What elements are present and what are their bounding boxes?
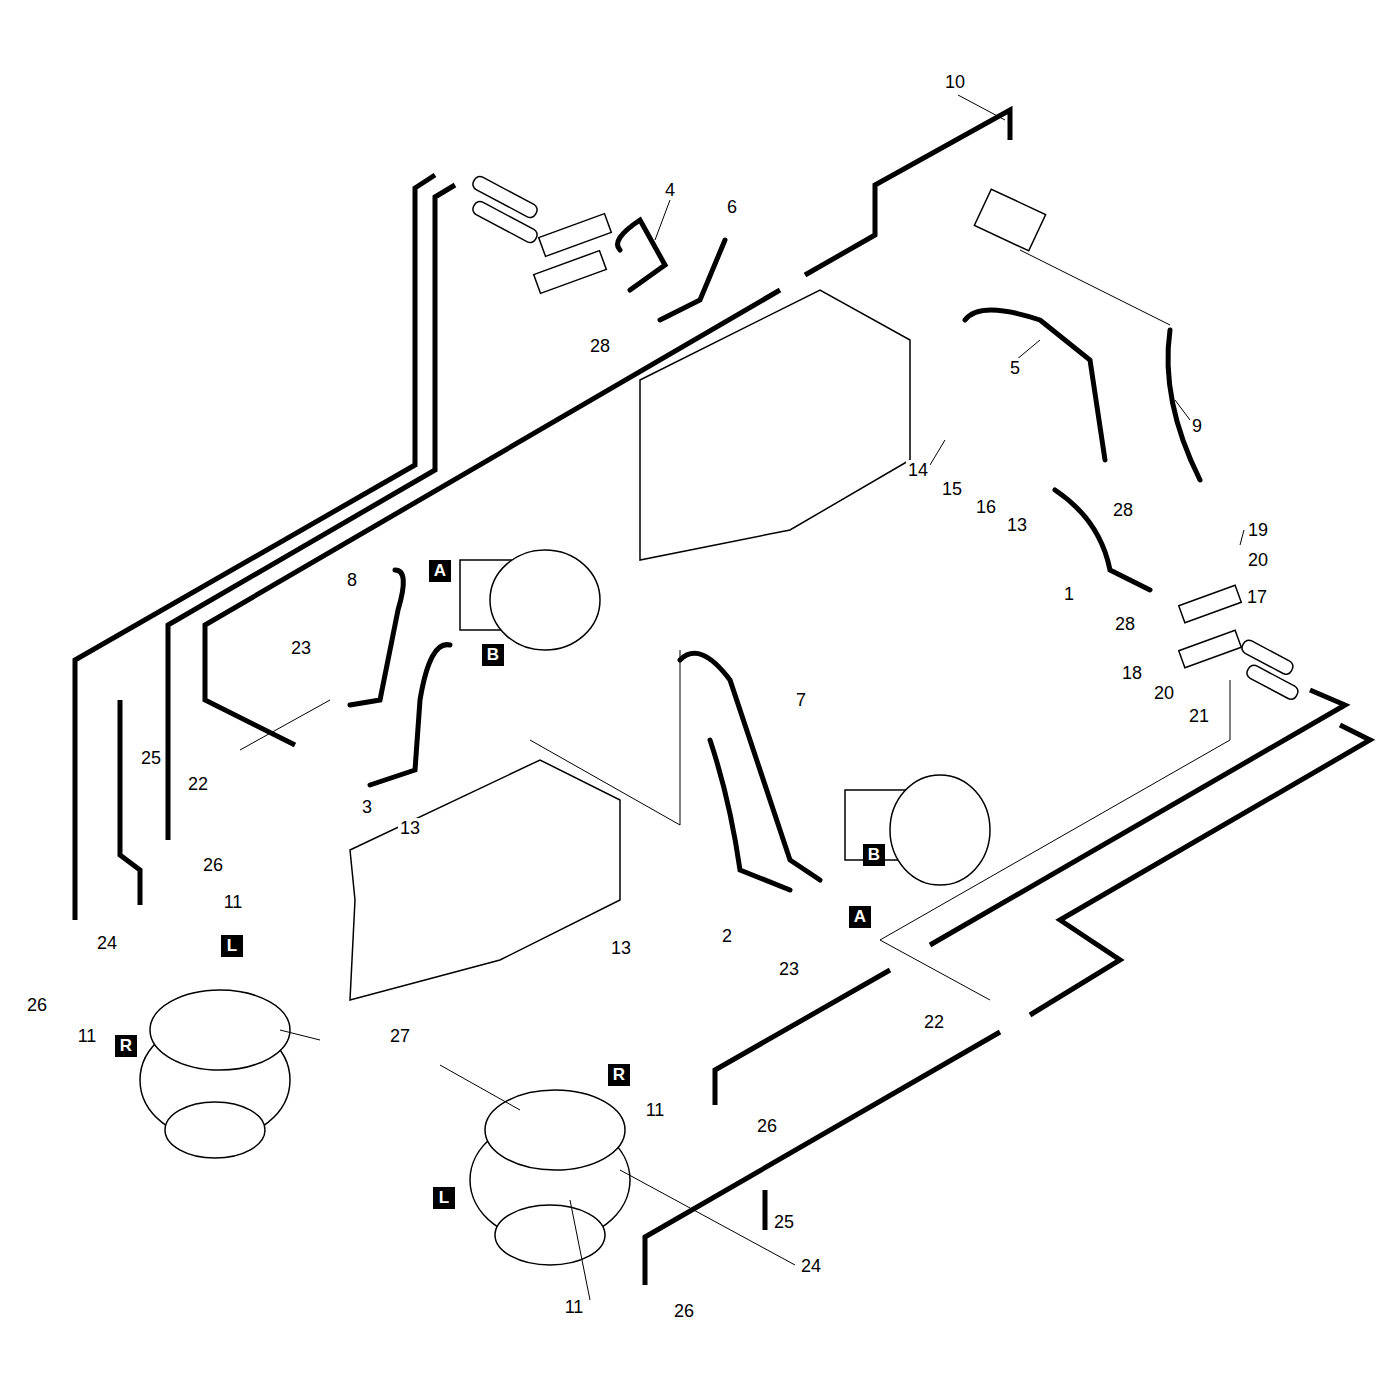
port-letter: B — [868, 845, 880, 864]
callout-number: 26 — [25, 995, 49, 1015]
callout-number: 7 — [794, 690, 808, 710]
port-letter-box: A — [429, 560, 451, 582]
callout-number: 11 — [76, 1026, 99, 1046]
callout-number: 13 — [1005, 515, 1029, 535]
callout-number: 22 — [922, 1012, 946, 1032]
callout-number: 23 — [289, 638, 313, 658]
callout-number: 22 — [186, 774, 210, 794]
callout-number: 6 — [725, 197, 739, 217]
callout-number: 15 — [940, 479, 964, 499]
callout-number: 9 — [1190, 416, 1204, 436]
callout-number: 14 — [906, 460, 930, 480]
callout-number: 11 — [563, 1297, 586, 1317]
callout-number: 17 — [1245, 587, 1269, 607]
port-letter: L — [227, 936, 237, 955]
port-letter: L — [439, 1188, 449, 1207]
port-letter-box: A — [849, 906, 871, 928]
callout-number: 10 — [943, 72, 967, 92]
port-letter-box: L — [221, 935, 243, 957]
callout-number: 4 — [663, 180, 677, 200]
callout-number: 11 — [644, 1100, 667, 1120]
callout-number: 24 — [799, 1256, 823, 1276]
callout-number: 25 — [139, 748, 163, 768]
callout-number: 8 — [345, 570, 359, 590]
port-letter-box: R — [115, 1035, 137, 1057]
callout-number: 24 — [95, 933, 119, 953]
port-letter-box: B — [482, 644, 504, 666]
callout-number: 28 — [1113, 614, 1137, 634]
port-letter: R — [613, 1065, 625, 1084]
port-letter: A — [434, 561, 446, 580]
callout-number: 13 — [398, 818, 422, 838]
callout-number: 21 — [1187, 706, 1211, 726]
port-letter-box: B — [863, 844, 885, 866]
callout-number: 25 — [772, 1212, 796, 1232]
callout-number: 11 — [222, 892, 245, 912]
port-letter: B — [487, 645, 499, 664]
callout-number: 5 — [1008, 358, 1022, 378]
port-letter-box: R — [608, 1064, 630, 1086]
port-letter: R — [120, 1036, 132, 1055]
callout-number: 23 — [777, 959, 801, 979]
port-letter-box: L — [433, 1187, 455, 1209]
callout-number: 20 — [1246, 550, 1270, 570]
callout-number: 28 — [1111, 500, 1135, 520]
callout-number: 16 — [974, 497, 998, 517]
callout-number: 28 — [588, 336, 612, 356]
callout-number: 18 — [1120, 663, 1144, 683]
callout-number: 27 — [388, 1026, 412, 1046]
port-letter: A — [854, 907, 866, 926]
callout-number: 26 — [672, 1301, 696, 1321]
callout-number: 13 — [609, 938, 633, 958]
callout-number: 20 — [1152, 683, 1176, 703]
callout-number: 26 — [201, 855, 225, 875]
callout-number: 26 — [755, 1116, 779, 1136]
callout-number: 19 — [1246, 520, 1270, 540]
callout-number: 3 — [360, 797, 374, 817]
callout-number: 2 — [720, 926, 734, 946]
callout-number: 1 — [1062, 584, 1076, 604]
